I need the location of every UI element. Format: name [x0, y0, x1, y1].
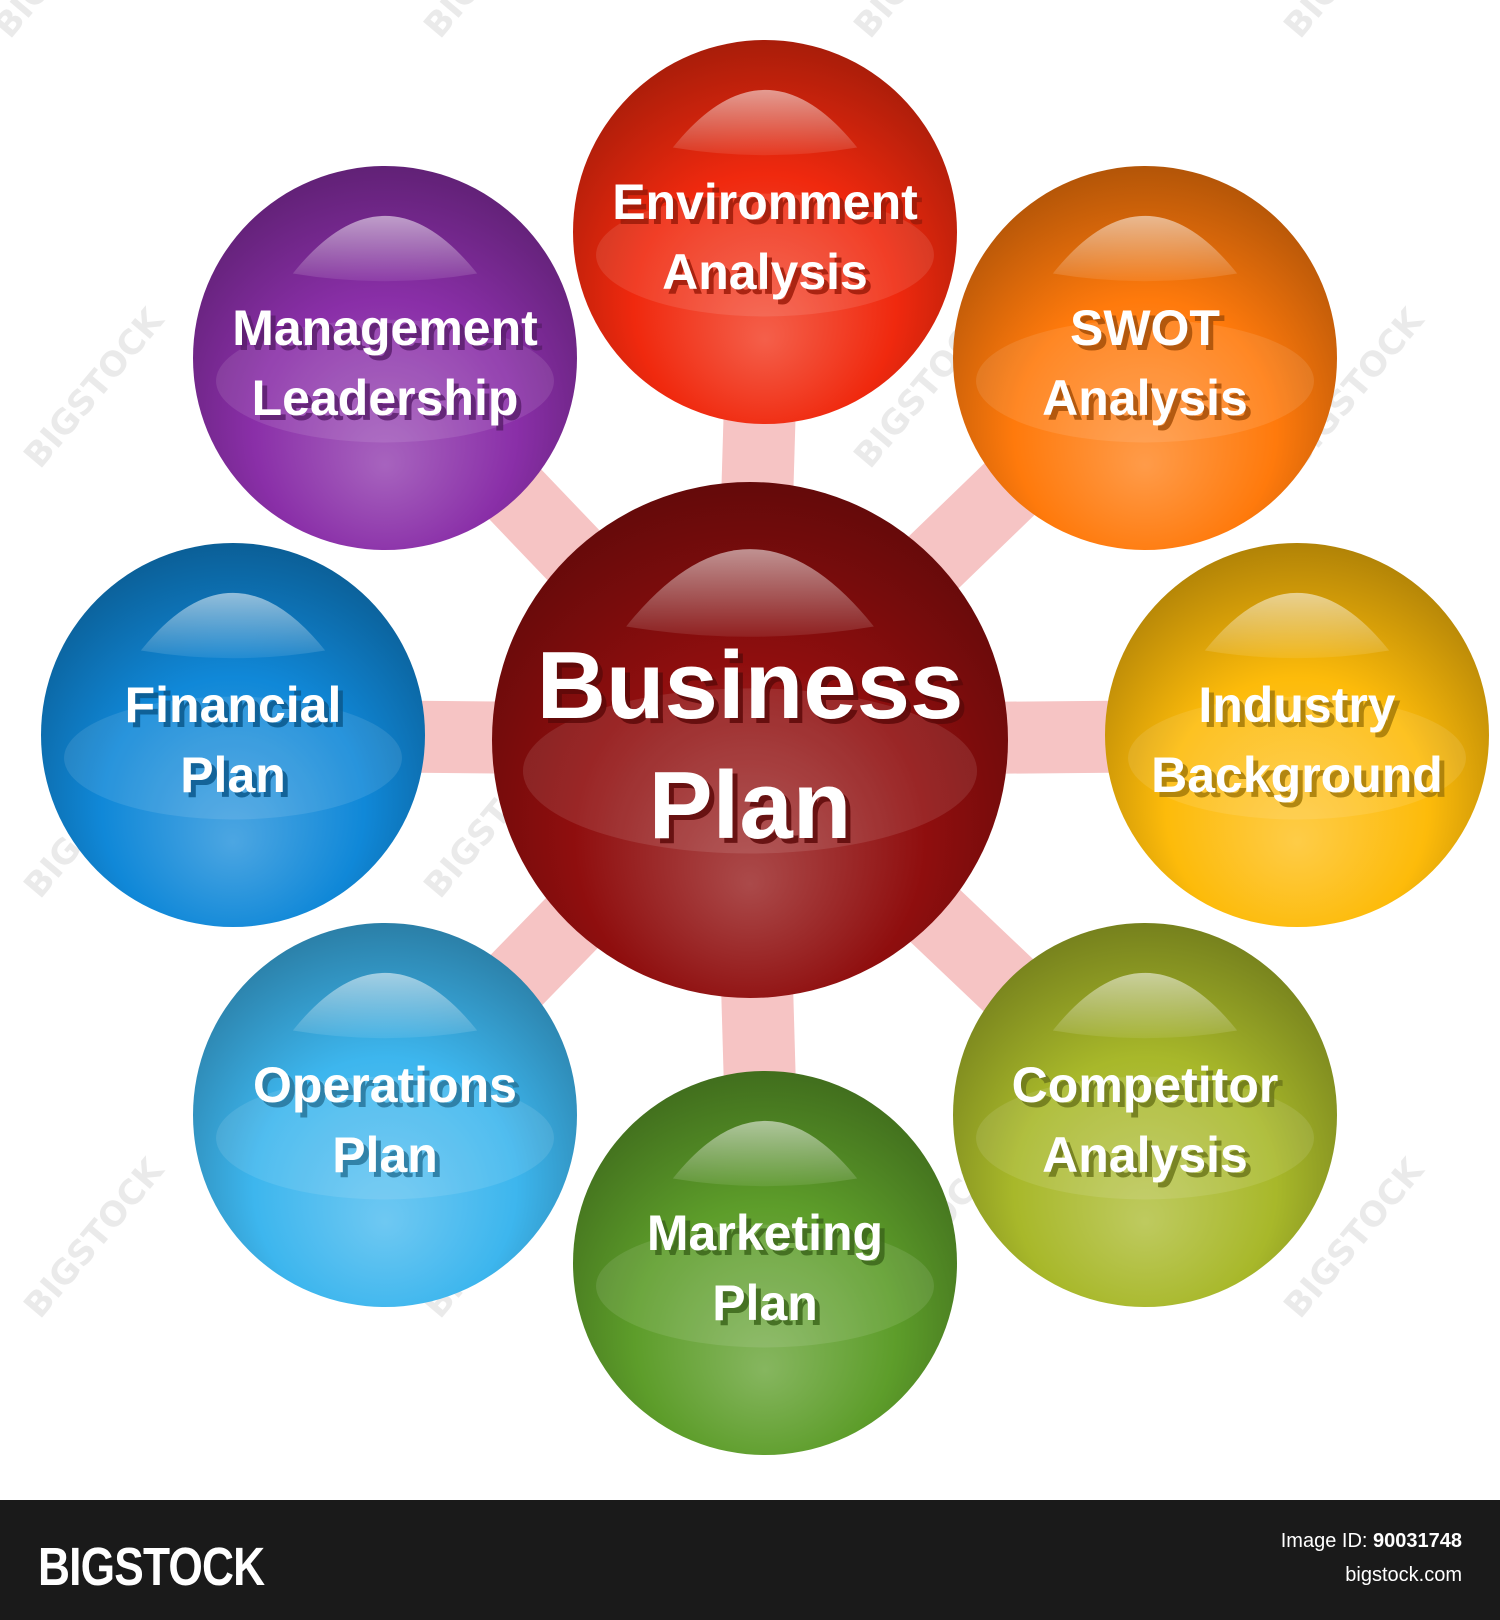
- node-operations-label-shadow-1: Plan: [337, 1132, 443, 1188]
- node-environment-label-shadow-1: Analysis: [667, 249, 873, 305]
- node-industry-label-line-0: Industry: [1198, 677, 1395, 733]
- node-environment-label-shadow-0: Environment: [617, 179, 923, 235]
- node-management-label-shadow-1: Leadership: [257, 375, 524, 431]
- node-competitor-label-shadow-1: Analysis: [1047, 1132, 1253, 1188]
- node-management-circle: [193, 166, 577, 550]
- node-marketing-label-shadow-1: Plan: [717, 1280, 823, 1336]
- node-operations-highlight: [292, 972, 478, 1039]
- node-marketing-circle: [573, 1071, 957, 1455]
- node-operations-label-line-0: Operations: [253, 1057, 517, 1113]
- node-financial-circle: [41, 543, 425, 927]
- node-environment-label-line-1: Analysis: [662, 244, 868, 300]
- node-center-label-line-1: Plan: [649, 752, 852, 859]
- footer-logo[interactable]: BIGSTOCK: [38, 1537, 265, 1597]
- node-competitor-label-line-0: Competitor: [1012, 1057, 1279, 1113]
- node-swot-label-line-1: Analysis: [1042, 370, 1248, 426]
- node-swot-label-shadow-1: Analysis: [1047, 375, 1253, 431]
- watermark-1: BIGSTOCK: [416, 0, 573, 46]
- node-swot-label-shadow-0: SWOT: [1075, 305, 1225, 361]
- node-competitor-label-line-1: Analysis: [1042, 1127, 1248, 1183]
- node-swot-highlight: [1052, 215, 1238, 282]
- image-id-number: 90031748: [1373, 1530, 1462, 1552]
- watermark-4: BIGSTOCK: [16, 300, 173, 476]
- node-marketing-label-line-1: Plan: [712, 1275, 818, 1331]
- node-competitor-label-shadow-0: Competitor: [1017, 1062, 1284, 1118]
- node-center-label-line-0: Business: [537, 632, 964, 739]
- node-marketing-label-line-0: Marketing: [647, 1205, 883, 1261]
- connector-marketing: [720, 976, 797, 1093]
- node-financial-label-shadow-0: Financial: [130, 682, 347, 738]
- node-swot-label-line-0: SWOT: [1070, 300, 1220, 356]
- watermark-0: BIGSTOCK: [0, 0, 143, 46]
- node-management-label-line-0: Management: [232, 300, 538, 356]
- node-center-circle: [492, 482, 1008, 998]
- node-operations-circle: [193, 923, 577, 1307]
- node-management-label-line-1: Leadership: [252, 370, 519, 426]
- node-center-highlight: [626, 549, 874, 637]
- node-marketing-highlight: [672, 1120, 858, 1187]
- node-marketing-label-shadow-0: Marketing: [652, 1210, 888, 1266]
- node-industry-label-line-1: Background: [1151, 747, 1443, 803]
- node-industry-label-shadow-1: Background: [1156, 752, 1448, 808]
- node-operations-label-shadow-0: Operations: [258, 1062, 522, 1118]
- connector-environment: [721, 402, 796, 504]
- node-swot-circle: [953, 166, 1337, 550]
- node-management-highlight: [292, 215, 478, 282]
- connector-industry: [987, 700, 1126, 774]
- footer-url[interactable]: bigstock.com: [1345, 1564, 1462, 1586]
- diagram-canvas: BIGSTOCK BIGSTOCK BIGSTOCK BIGSTOCK BIGSTOCK…: [0, 0, 1489, 1455]
- watermark-2: BIGSTOCK: [846, 0, 1003, 46]
- node-environment-circle: [573, 40, 957, 424]
- node-environment-highlight: [672, 89, 858, 156]
- node-industry-label-shadow-0: Industry: [1203, 682, 1400, 738]
- watermark-3: BIGSTOCK: [1276, 0, 1433, 46]
- node-layer: EnvironmentEnvironmentAnalysisAnalysisSW…: [41, 40, 1489, 1455]
- footer-bar: BIGSTOCK Image ID: 90031748 bigstock.com: [0, 1500, 1500, 1620]
- node-financial-label-line-0: Financial: [125, 677, 342, 733]
- node-financial-label-line-1: Plan: [180, 747, 286, 803]
- node-industry-circle: [1105, 543, 1489, 927]
- node-center-label-shadow-1: Plan: [654, 757, 857, 864]
- node-environment-label-line-0: Environment: [612, 174, 918, 230]
- node-competitor-highlight: [1052, 972, 1238, 1039]
- node-financial-label-shadow-1: Plan: [185, 752, 291, 808]
- node-industry-highlight: [1204, 592, 1390, 659]
- connector-financial: [404, 700, 513, 774]
- image-id: Image ID: 90031748: [1281, 1530, 1462, 1553]
- node-management-label-shadow-0: Management: [237, 305, 543, 361]
- node-financial-highlight: [140, 592, 326, 659]
- business-plan-diagram: BIGSTOCK BIGSTOCK BIGSTOCK BIGSTOCK BIGSTOCK…: [0, 0, 1489, 1455]
- node-operations-label-line-1: Plan: [332, 1127, 438, 1183]
- node-center-label-shadow-0: Business: [542, 637, 969, 744]
- image-id-label: Image ID:: [1280, 1530, 1368, 1552]
- node-competitor-circle: [953, 923, 1337, 1307]
- watermark-12: BIGSTOCK: [16, 1150, 173, 1326]
